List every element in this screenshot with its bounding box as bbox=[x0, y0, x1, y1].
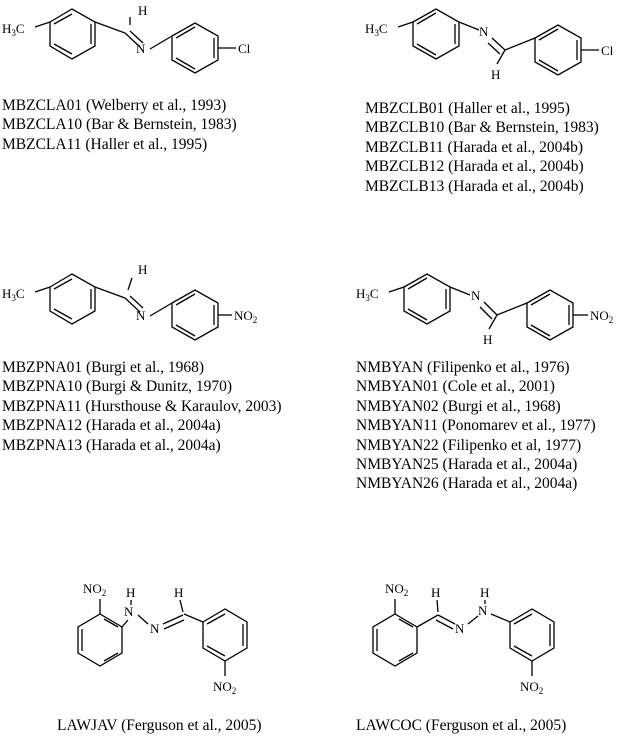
nitro-top-label: NO2 bbox=[385, 581, 408, 598]
ref-entry: NMBYAN22 (Filipenko et al, 1977) bbox=[356, 436, 582, 454]
ref-entry: NMBYAN01 (Cole et al., 2001) bbox=[356, 378, 555, 396]
structure-mbzpna: H3C H N NO2 bbox=[2, 262, 257, 341]
imine-n-label: N bbox=[479, 24, 489, 39]
nitro-bottom-label: NO2 bbox=[213, 679, 236, 696]
ref-entry: MBZPNA10 (Burgi & Dunitz, 1970) bbox=[2, 378, 233, 396]
methyl-label: H3C bbox=[2, 286, 25, 303]
benzene-ring-right bbox=[171, 289, 219, 341]
imine-h-label: H bbox=[491, 67, 500, 82]
ref-entry: MBZPNA13 (Harada et al., 2004a) bbox=[2, 436, 221, 454]
imine-h-label: H bbox=[138, 3, 147, 18]
caption-lawjav: LAWJAV (Ferguson et al., 2005) bbox=[57, 717, 262, 734]
n1-label: N bbox=[124, 604, 134, 619]
h2-label: H bbox=[174, 585, 183, 600]
refs-mbzpna: MBZPNA01 (Burgi et al., 1968) MBZPNA10 (… bbox=[2, 358, 282, 455]
h2-label: H bbox=[480, 585, 489, 600]
ref-entry: MBZPNA01 (Burgi et al., 1968) bbox=[2, 359, 205, 376]
methyl-label: H3C bbox=[356, 286, 379, 303]
n2-label: N bbox=[150, 621, 160, 636]
benzene-ring-right bbox=[534, 24, 582, 76]
chloro-label: Cl bbox=[238, 41, 251, 56]
ref-entry: MBZCLB10 (Bar & Bernstein, 1983) bbox=[365, 119, 599, 137]
refs-mbzclb: MBZCLB01 (Haller et al., 1995) MBZCLB10 … bbox=[365, 99, 599, 196]
nitro-label: NO2 bbox=[590, 308, 613, 325]
h1-label: H bbox=[431, 585, 440, 600]
structure-mbzclb: H3C N H Cl bbox=[365, 8, 614, 82]
benzene-ring-left bbox=[372, 613, 418, 667]
refs-mbzcla: MBZCLA01 (Welberry et al., 1993) MBZCLA1… bbox=[2, 96, 237, 154]
benzene-ring-left bbox=[412, 8, 460, 60]
benzene-ring-left bbox=[49, 8, 96, 60]
ref-entry: NMBYAN25 (Harada et al., 2004a) bbox=[356, 456, 578, 474]
benzene-ring-right bbox=[526, 289, 574, 341]
structure-lawjav: NO2 N H N H NO2 bbox=[77, 581, 248, 696]
ref-entry: NMBYAN02 (Burgi et al., 1968) bbox=[356, 397, 561, 415]
ref-entry: MBZCLA01 (Welberry et al., 1993) bbox=[2, 97, 227, 114]
caption-lawcoc: LAWCOC (Ferguson et al., 2005) bbox=[356, 717, 567, 734]
imine-n-label: N bbox=[136, 41, 146, 56]
nitro-label: NO2 bbox=[234, 308, 257, 325]
imine-n-label: N bbox=[471, 288, 481, 303]
ref-entry: NMBYAN11 (Ponomarev et al., 1977) bbox=[356, 417, 596, 435]
imine-n-label: N bbox=[136, 308, 146, 323]
benzene-ring-right bbox=[171, 22, 219, 74]
benzene-ring-right bbox=[509, 608, 555, 662]
methyl-label: H3C bbox=[2, 21, 25, 38]
chloro-label: Cl bbox=[601, 43, 614, 58]
benzene-ring-left bbox=[77, 613, 123, 667]
ref-entry: MBZPNA11 (Hursthouse & Karaulov, 2003) bbox=[2, 397, 282, 415]
ref-entry: MBZPNA12 (Harada et al., 2004a) bbox=[2, 417, 221, 435]
benzene-ring-right bbox=[202, 608, 248, 662]
ref-entry: MBZCLB13 (Harada et al., 2004b) bbox=[365, 177, 584, 195]
ref-entry: MBZCLB12 (Harada et al., 2004b) bbox=[365, 158, 584, 176]
h1-label: H bbox=[126, 585, 135, 600]
structure-mbzcla: H3C H N Cl bbox=[2, 3, 251, 74]
ref-entry: MBZCLB01 (Haller et al., 1995) bbox=[365, 100, 570, 117]
methyl-label: H3C bbox=[365, 21, 388, 38]
structure-nmbyan: H3C N H NO2 bbox=[356, 273, 613, 347]
ref-entry: NMBYAN26 (Harada et al., 2004a) bbox=[356, 475, 578, 493]
nitro-top-label: NO2 bbox=[83, 581, 106, 598]
n2-label: N bbox=[478, 603, 488, 618]
imine-h-label: H bbox=[483, 332, 492, 347]
ref-entry: MBZCLA11 (Haller et al., 1995) bbox=[2, 135, 208, 153]
refs-nmbyan: NMBYAN (Filipenko et al., 1976) NMBYAN01… bbox=[356, 358, 596, 494]
benzene-ring-left bbox=[403, 273, 451, 325]
ref-entry: MBZCLB11 (Harada et al., 2004b) bbox=[365, 138, 584, 156]
n1-label: N bbox=[455, 621, 465, 636]
structure-lawcoc: NO2 H N N H NO2 bbox=[372, 581, 555, 696]
benzene-ring-left bbox=[49, 273, 96, 325]
imine-h-label: H bbox=[138, 262, 147, 277]
nitro-bottom-label: NO2 bbox=[520, 679, 543, 696]
ref-entry: NMBYAN (Filipenko et al., 1976) bbox=[356, 359, 570, 376]
ref-entry: MBZCLA10 (Bar & Bernstein, 1983) bbox=[2, 116, 237, 134]
